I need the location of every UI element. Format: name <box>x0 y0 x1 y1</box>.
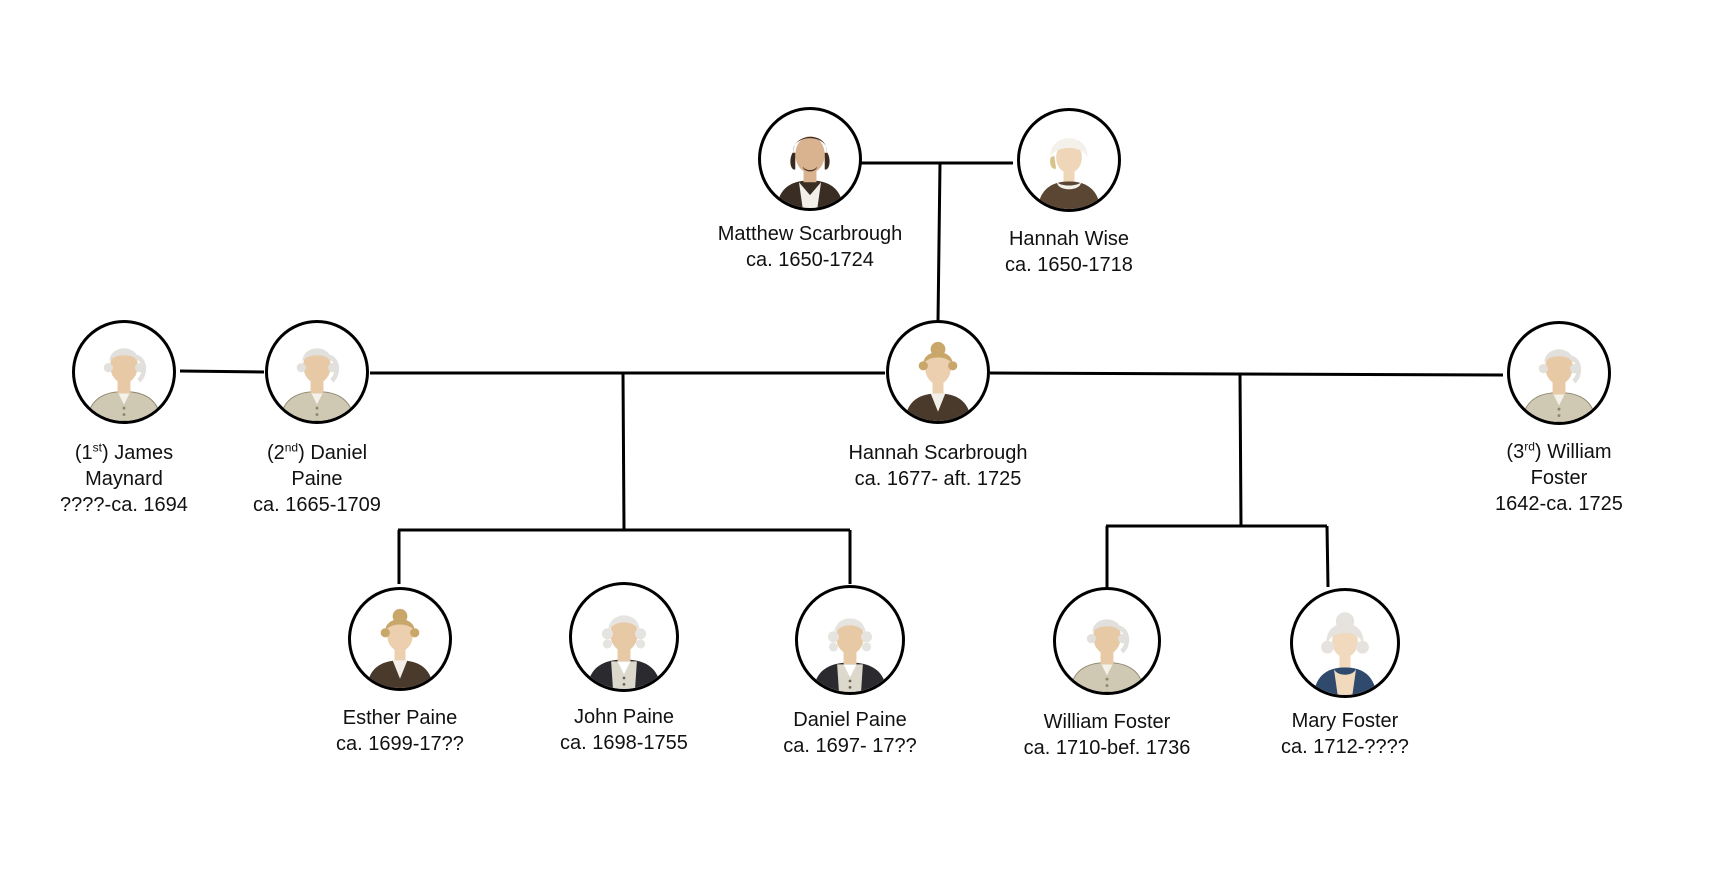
marriage-line-hannah-william <box>989 371 1504 377</box>
person-name: (3rd) William <box>1506 439 1612 463</box>
person-john-paine: John Paine ca. 1698-1755 <box>514 582 734 756</box>
descent-line-hannah <box>936 162 942 323</box>
person-name: Mary Foster <box>1291 710 1399 732</box>
man-wig-portrait-icon <box>1507 321 1611 425</box>
drop-line-mary <box>1325 525 1330 588</box>
woman-portrait-icon <box>886 320 990 424</box>
person-name-rest: Paine <box>291 468 343 490</box>
person-dates: ca. 1650-1718 <box>1005 254 1133 276</box>
person-dates: ca. 1699-17?? <box>336 733 464 755</box>
person-dates: ca. 1698-1755 <box>560 732 688 754</box>
woman-portrait-icon <box>348 587 452 691</box>
man-vest-portrait-icon <box>569 582 679 692</box>
person-name: William Foster <box>1043 711 1171 733</box>
man-portrait-icon <box>758 107 862 211</box>
person-william-foster-sr: (3rd) William Foster 1642-ca. 1725 <box>1449 321 1669 517</box>
woman-bonnet-portrait-icon <box>1017 108 1121 212</box>
descent-line-foster-children <box>1238 374 1243 528</box>
man-wig-portrait-icon <box>265 320 369 424</box>
person-william-foster-jr: William Foster ca. 1710-bef. 1736 <box>997 587 1217 761</box>
woman-blue-dress-portrait-icon <box>1290 588 1400 698</box>
person-name: Daniel Paine <box>793 709 907 731</box>
person-dates: 1642-ca. 1725 <box>1495 493 1623 515</box>
person-name: (2nd) Daniel <box>266 440 368 464</box>
person-hannah-wise: Hannah Wise ca. 1650-1718 <box>959 108 1179 278</box>
person-dates: ca. 1712-???? <box>1281 736 1409 758</box>
person-name: John Paine <box>573 706 675 728</box>
man-vest-portrait-icon <box>795 585 905 695</box>
person-daniel-paine-jr: Daniel Paine ca. 1697- 17?? <box>740 585 960 759</box>
person-name: Hannah Scarbrough <box>848 442 1028 464</box>
man-wig-portrait-icon <box>1053 587 1161 695</box>
person-matthew-scarbrough: Matthew Scarbrough ca. 1650-1724 <box>700 107 920 273</box>
person-name-rest: Foster <box>1530 467 1588 489</box>
person-name: Esther Paine <box>342 707 458 729</box>
person-mary-foster: Mary Foster ca. 1712-???? <box>1235 588 1455 760</box>
person-dates: ca. 1697- 17?? <box>783 735 917 757</box>
person-hannah-scarbrough: Hannah Scarbrough ca. 1677- aft. 1725 <box>828 320 1048 492</box>
marriage-line-james-daniel <box>179 369 265 374</box>
man-wig-portrait-icon <box>72 320 176 424</box>
person-name: (1st) James <box>74 440 174 464</box>
person-name: Matthew Scarbrough <box>717 223 903 245</box>
person-esther-paine: Esther Paine ca. 1699-17?? <box>290 587 510 757</box>
person-dates: ca. 1665-1709 <box>253 494 381 516</box>
person-name-rest: Maynard <box>85 468 163 490</box>
person-name: Hannah Wise <box>1008 228 1130 250</box>
person-dates: ca. 1710-bef. 1736 <box>1023 737 1191 759</box>
person-dates: ca. 1650-1724 <box>746 249 874 271</box>
person-dates: ????-ca. 1694 <box>60 494 188 516</box>
descent-line-paine-children <box>621 372 626 531</box>
person-daniel-paine-sr: (2nd) Daniel Paine ca. 1665-1709 <box>207 320 427 518</box>
person-dates: ca. 1677- aft. 1725 <box>854 468 1022 490</box>
person-james-maynard: (1st) James Maynard ????-ca. 1694 <box>14 320 234 518</box>
